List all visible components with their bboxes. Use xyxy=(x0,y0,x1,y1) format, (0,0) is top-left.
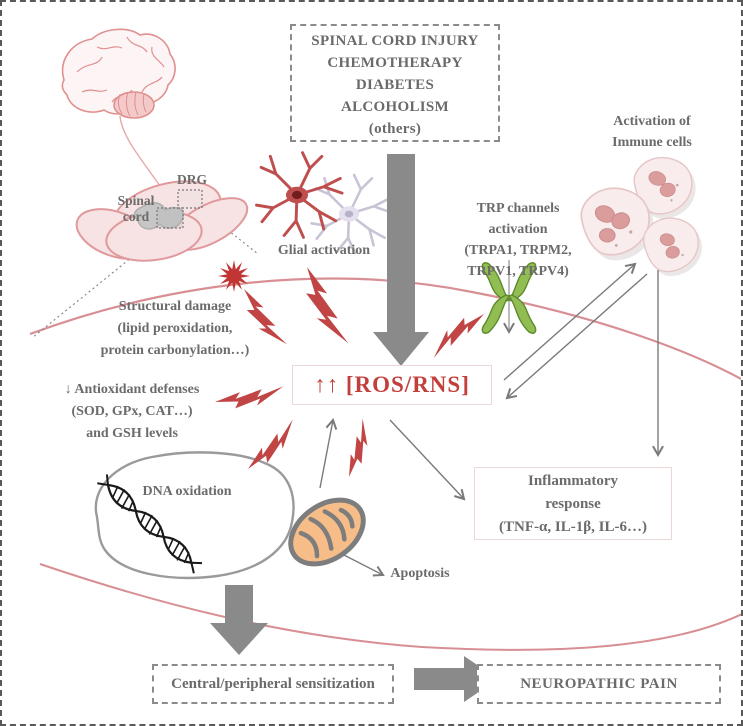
neuropathic-pain-box: NEUROPATHIC PAIN xyxy=(477,664,721,704)
lightning-bolt-antioxidant xyxy=(214,376,284,416)
apoptosis-label: Apoptosis xyxy=(390,566,450,581)
sensitization-box: Central/peripheral sensitization xyxy=(152,664,394,704)
causes-box: SPINAL CORD INJURY CHEMOTHERAPY DIABETES… xyxy=(290,24,500,142)
causes-to-ros-arrow xyxy=(373,154,429,366)
neuropathic-pain-label: NEUROPATHIC PAIN xyxy=(520,676,678,692)
inflammatory-response-box: Inflammatory response (TNF-α, IL-1β, IL-… xyxy=(474,467,672,540)
immune-cell xyxy=(580,187,654,261)
lightning-bolt-glial xyxy=(303,263,349,348)
drg-callout-line xyxy=(199,207,259,255)
structural-damage-label: Structural damage (lipid peroxidation, p… xyxy=(100,299,250,358)
ros-to-immune-arrow xyxy=(503,262,637,381)
membrane-bottom-curve xyxy=(39,563,741,651)
cause-item: DIABETES xyxy=(355,77,435,93)
cause-item: ALCOHOLISM xyxy=(340,99,449,115)
to-sensitization-arrow xyxy=(210,585,268,655)
spinal-cord-label: Spinal cord xyxy=(117,193,155,224)
dna-oxidation-label: DNA oxidation xyxy=(142,484,232,499)
cause-item: CHEMOTHERAPY xyxy=(327,55,463,71)
ros-to-inflammatory-arrow xyxy=(389,419,466,501)
glial-activation-label: Glial activation xyxy=(277,243,371,258)
immune-cell xyxy=(643,217,702,277)
mitochondria-icon xyxy=(288,497,366,567)
brain-illustration xyxy=(61,28,176,187)
glial-cells-illustration xyxy=(255,151,392,255)
cause-item: SPINAL CORD INJURY xyxy=(311,33,479,49)
dna-icon xyxy=(97,474,203,574)
ros-rns-box: ↑↑ [ROS/RNS] xyxy=(292,365,492,405)
immune-to-ros-arrow xyxy=(505,273,648,400)
membrane-damage-starburst-icon xyxy=(218,260,250,292)
immune-cells-label: Activation of Immune cells xyxy=(612,114,692,150)
lightning-bolt-mitochondria xyxy=(330,418,384,479)
trp-channels-label: TRP channels activation (TRPA1, TRPM2, T… xyxy=(464,201,572,279)
ros-rns-label: ↑↑ [ROS/RNS] xyxy=(314,372,470,397)
lightning-bolt-trp xyxy=(424,311,493,359)
drg-label: DRG xyxy=(177,172,207,187)
sensitization-label: Central/peripheral sensitization xyxy=(171,676,375,692)
mitochondria-to-ros-arrow xyxy=(319,418,338,489)
nucleus-illustration xyxy=(94,451,295,580)
membrane-top-curve xyxy=(29,277,741,381)
spinal-cord-zoom-box xyxy=(156,207,184,229)
immune-cell xyxy=(633,156,696,219)
mitochondria-to-apoptosis-arrow xyxy=(341,553,385,577)
spinal-cord-illustration xyxy=(75,180,249,262)
thin-arrows xyxy=(319,260,664,577)
immune-cells-illustration xyxy=(580,156,702,277)
cause-item: (others) xyxy=(368,121,422,137)
drg-zoom-box xyxy=(177,189,203,209)
antioxidant-defenses-label: ↓ Antioxidant defenses (SOD, GPx, CAT…) … xyxy=(64,382,200,441)
spinal-cord-callout-line xyxy=(31,227,169,339)
